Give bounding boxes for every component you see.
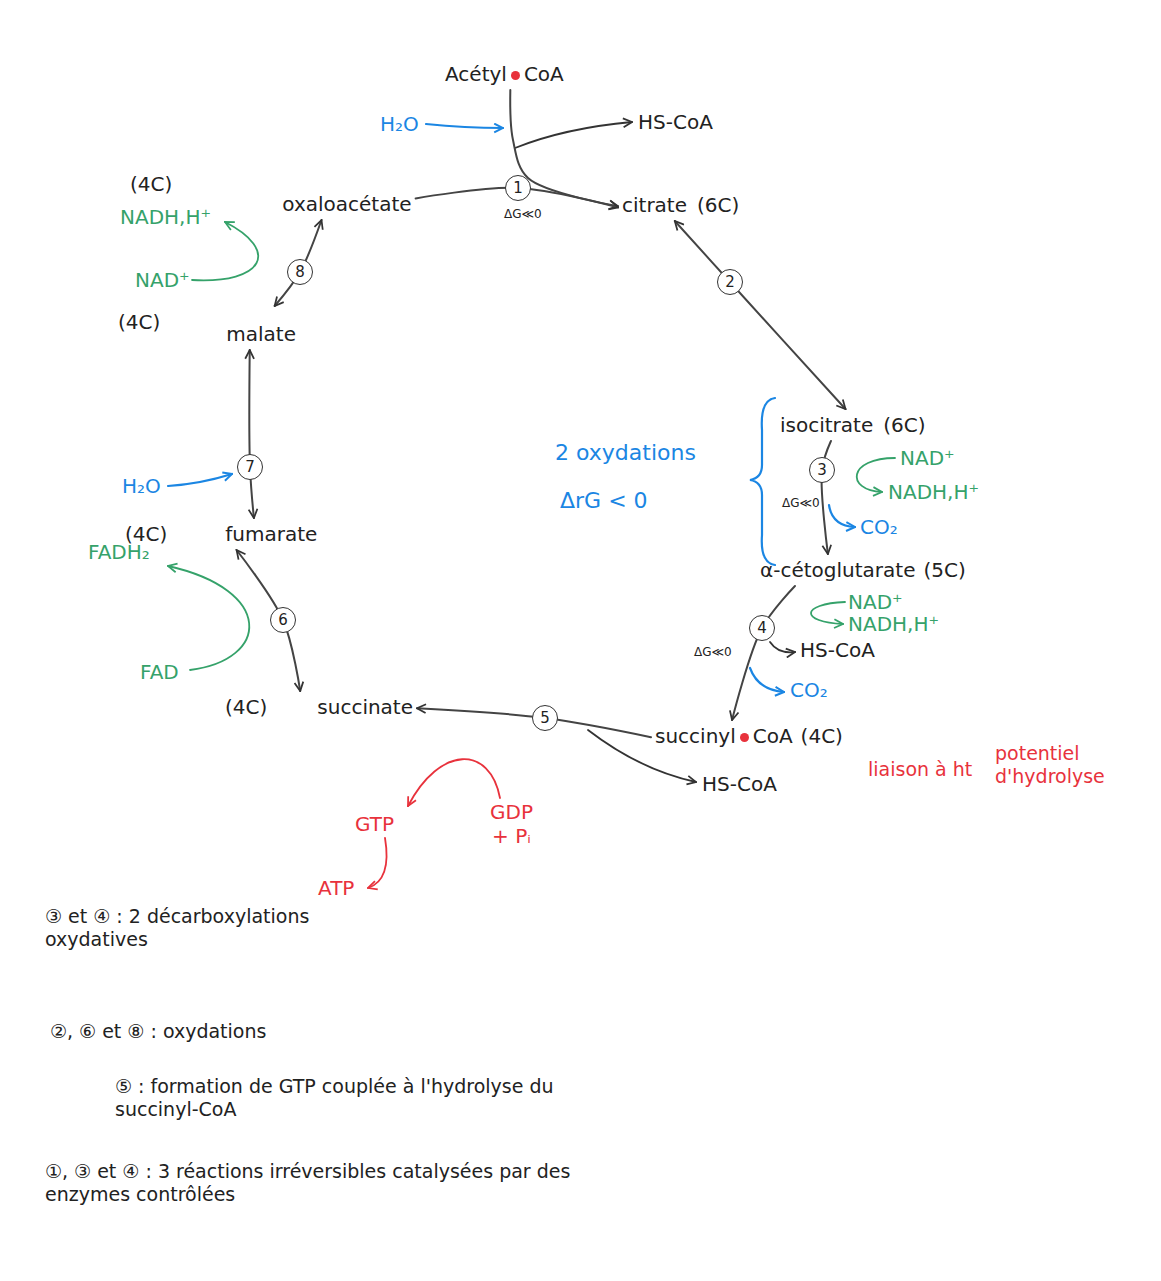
metabolite-name: malate — [226, 322, 296, 346]
fad-arrow — [168, 566, 249, 670]
product-label: HS-CoA — [638, 110, 713, 134]
step-number: 3 — [809, 457, 835, 483]
metabolite-name: (6C) — [697, 193, 739, 217]
step-number: 6 — [270, 607, 296, 633]
cofactor-label: NAD⁺ — [900, 446, 955, 470]
annotation: 2 oxydations — [555, 440, 696, 466]
metabolite: isocitrate (6C) — [780, 413, 926, 437]
metabolite-name: succinate — [317, 695, 413, 719]
step-number: 1 — [505, 175, 531, 201]
free-energy-note: ΔG≪0 — [694, 645, 732, 659]
free-energy-note: ΔG≪0 — [782, 496, 820, 510]
free-energy-note: ΔG≪0 — [504, 207, 542, 221]
note: ①, ③ et ④ : 3 réactions irréversibles ca… — [45, 1160, 605, 1206]
step-number: 4 — [749, 615, 775, 641]
reactant-label: GDP + Pᵢ — [490, 800, 533, 848]
annotation: ΔrG < 0 — [560, 488, 648, 514]
metabolite-name: (5C) — [923, 558, 965, 582]
metabolite-name: (4C) — [225, 695, 267, 719]
high-energy-bond — [740, 733, 749, 742]
note: ②, ⑥ et ⑧ : oxydations — [50, 1020, 470, 1043]
reaction-arrow — [732, 586, 795, 720]
brace — [750, 398, 775, 565]
product-label: HS-CoA — [800, 638, 875, 662]
reaction-arrow — [237, 550, 301, 691]
step-number: 2 — [717, 269, 743, 295]
high-energy-bond — [511, 71, 520, 80]
metabolite: (4C)fumarate — [125, 522, 317, 546]
water-arrow — [426, 124, 503, 128]
metabolite-name: (6C) — [883, 413, 925, 437]
metabolite-name: CoA — [524, 62, 564, 86]
metabolite: (4C) succinate — [225, 695, 413, 719]
nad-arrow — [192, 222, 258, 280]
metabolite: α-cétoglutarate (5C) — [760, 558, 966, 582]
metabolite-name: (4C) — [801, 724, 843, 748]
step-number: 5 — [532, 705, 558, 731]
coa-arrow — [770, 642, 795, 652]
reaction-arrow — [275, 220, 322, 306]
metabolite-name: (4C) — [118, 310, 160, 334]
metabolite-name: (4C) — [130, 172, 172, 196]
reaction-arrow — [249, 350, 254, 518]
annotation: liaison à ht — [868, 758, 972, 781]
cofactor-label: NAD⁺ — [135, 268, 190, 292]
metabolite-name: succinyl — [655, 724, 736, 748]
metabolite-name: fumarate — [225, 522, 317, 546]
metabolite: (4C) malate — [118, 310, 296, 346]
cofactor-label: FADH₂ — [88, 540, 150, 564]
product-label: GTP — [355, 812, 394, 836]
step-number: 8 — [287, 259, 313, 285]
step-number: 7 — [237, 454, 263, 480]
annotation: potentiel d'hydrolyse — [995, 742, 1135, 788]
cofactor-label: NAD⁺ — [848, 590, 903, 614]
product-label: CO₂ — [860, 515, 898, 539]
cofactor-label: NADH,H⁺ — [888, 480, 979, 504]
co2-arrow — [750, 668, 784, 692]
product-label: CO₂ — [790, 678, 828, 702]
gtp-arrow — [408, 759, 500, 806]
metabolite: succinyl CoA (4C) — [655, 724, 843, 748]
product-label: HS-CoA — [702, 772, 777, 796]
water-arrow — [168, 474, 232, 486]
note: ⑤ : formation de GTP couplée à l'hydroly… — [115, 1075, 555, 1121]
co2-arrow — [829, 505, 855, 527]
cofactor-label: NADH,H⁺ — [120, 205, 211, 229]
product-label: ATP — [318, 876, 354, 900]
note: ③ et ④ : 2 décarboxylations oxydatives — [45, 905, 365, 951]
reactant-label: H₂O — [380, 112, 419, 136]
coa-arrow — [515, 122, 632, 148]
metabolite-name: citrate — [622, 193, 687, 217]
reaction-arrow — [675, 221, 846, 409]
reactant-label: H₂O — [122, 474, 161, 498]
cofactor-label: FAD — [140, 660, 179, 684]
metabolite-name: Acétyl — [445, 62, 507, 86]
metabolite: Acétyl CoA — [445, 62, 564, 86]
metabolite-name: α-cétoglutarate — [760, 558, 915, 582]
atp-arrow — [368, 838, 387, 888]
metabolite-name: isocitrate — [780, 413, 873, 437]
metabolite-name: oxaloacétate — [282, 192, 411, 216]
cofactor-label: NADH,H⁺ — [848, 612, 939, 636]
nad-arrow — [811, 602, 845, 624]
metabolite: citrate (6C) — [622, 193, 739, 217]
metabolite-name: CoA — [753, 724, 793, 748]
